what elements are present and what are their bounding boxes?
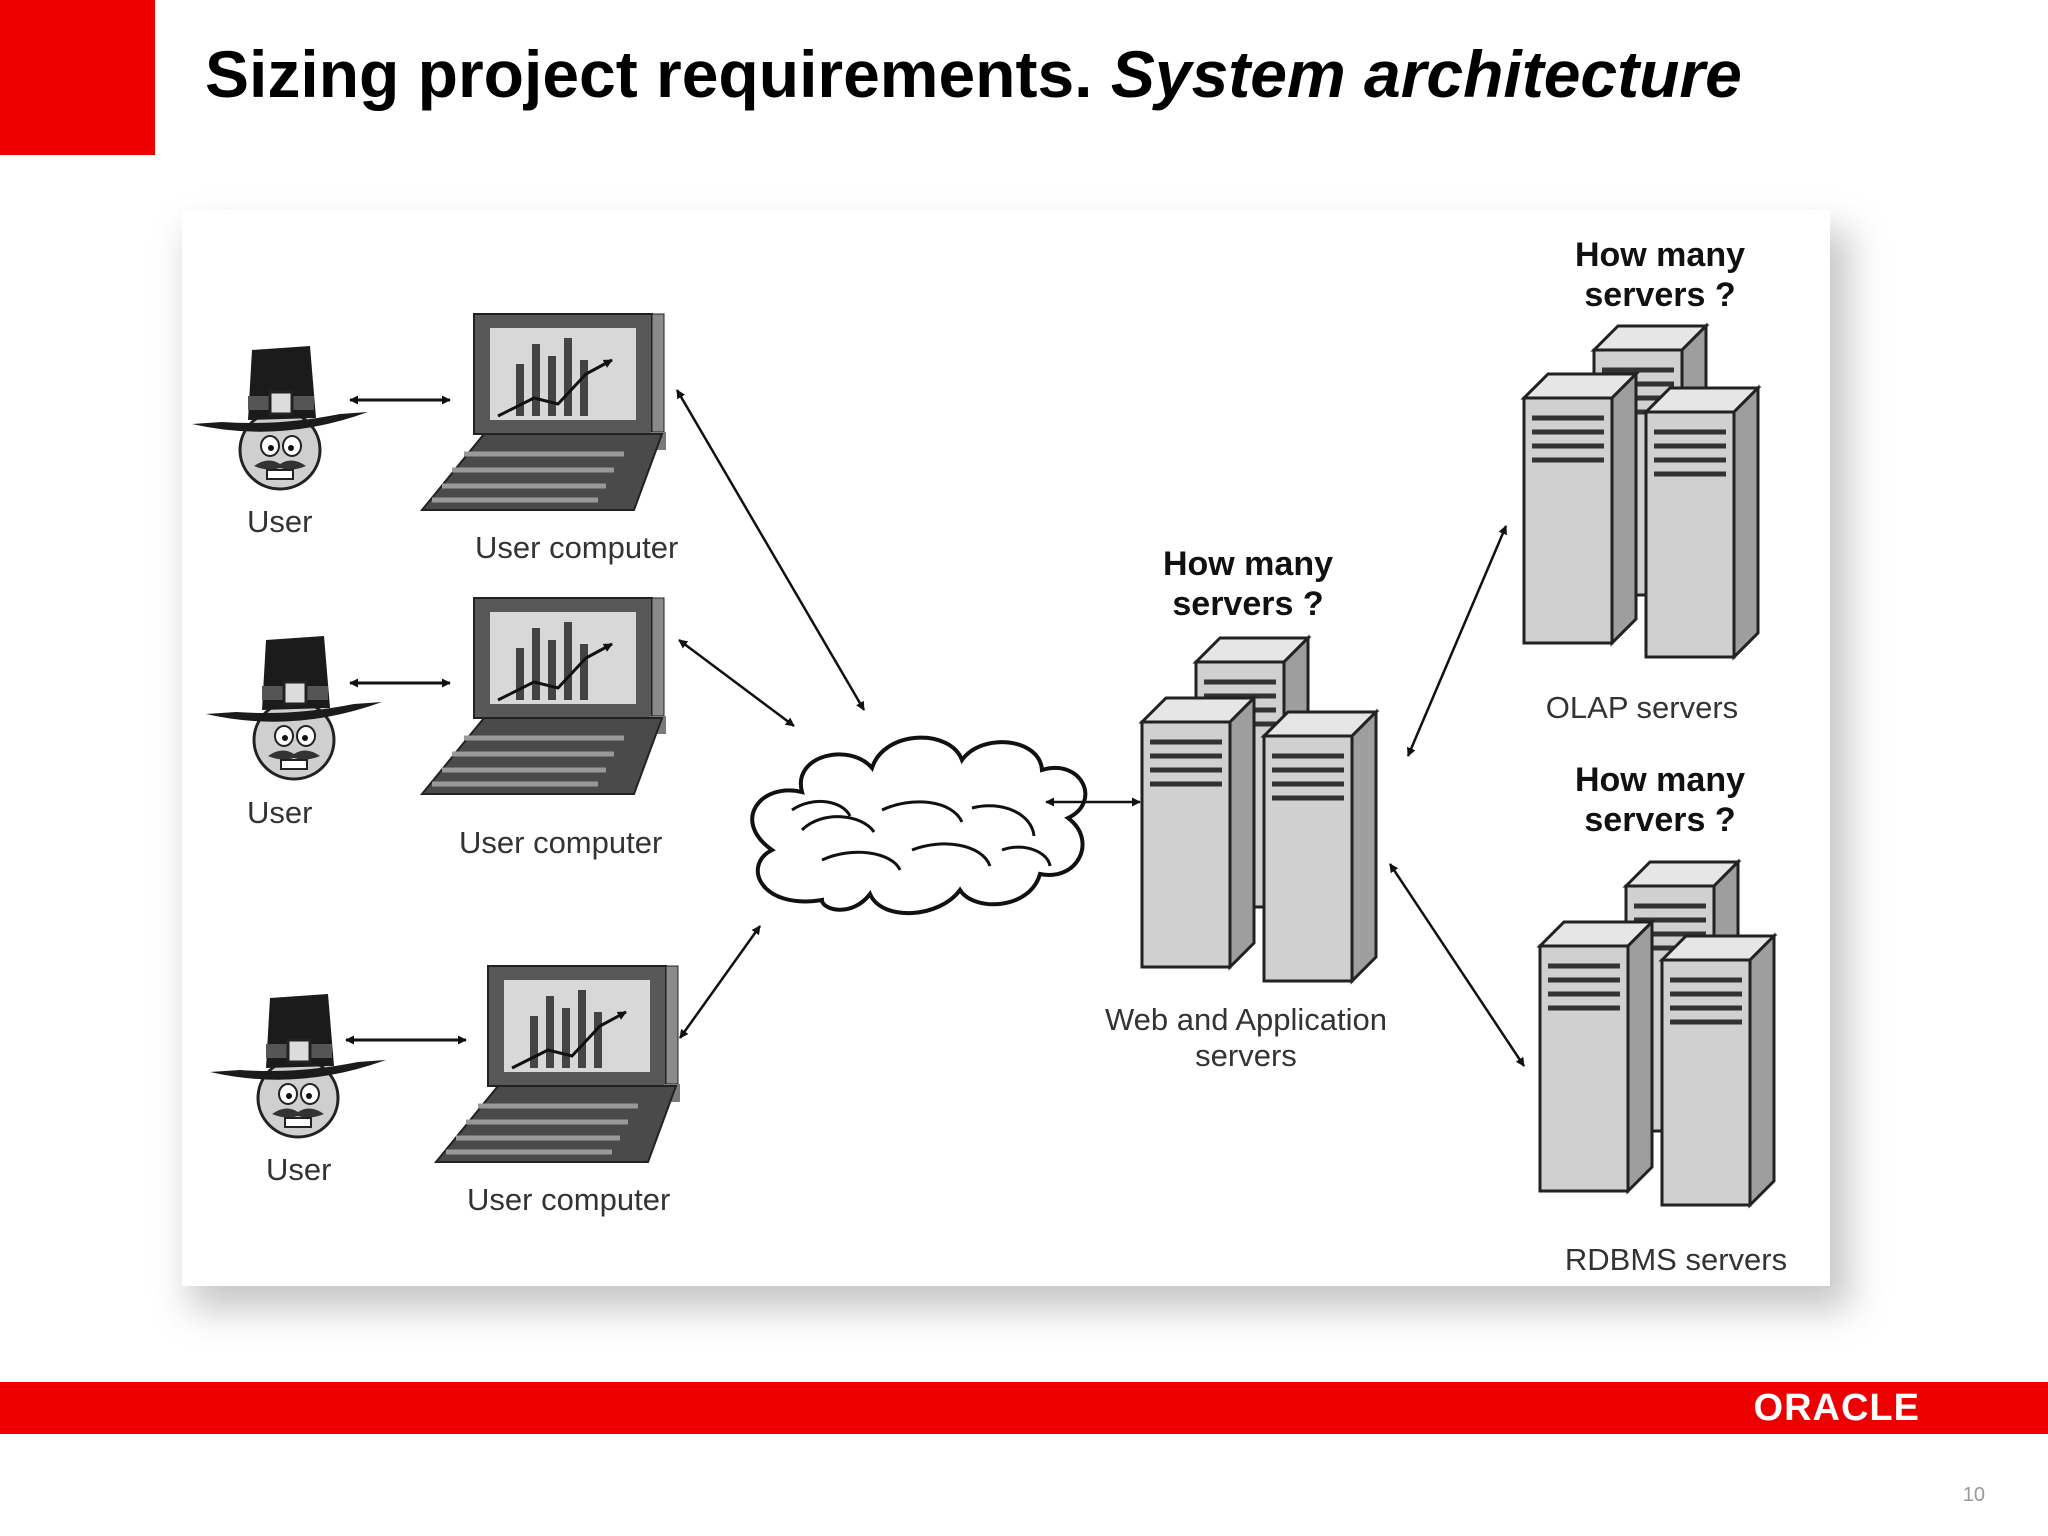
olap-question-line2: servers ? (1584, 276, 1735, 314)
slide-title: Sizing project requirements. System arch… (205, 36, 1742, 112)
rdbms-label: RDBMS servers (1565, 1242, 1787, 1277)
olap-servers (1524, 326, 1758, 657)
web-app-servers (1142, 638, 1376, 981)
user-label-3: User (266, 1152, 331, 1187)
user-label-1: User (247, 504, 312, 539)
arrow-web-rdbms (1388, 863, 1526, 1067)
architecture-diagram: User User User User computer User comput… (182, 210, 1830, 1286)
web-label-line1: Web and Application (1105, 1002, 1387, 1037)
arrow-web-olap (1406, 525, 1508, 757)
network-cloud (750, 735, 1088, 915)
laptop-2 (422, 598, 666, 794)
olap-question-line1: How many (1575, 236, 1745, 274)
rdbms-servers (1540, 862, 1774, 1205)
arrow-computer3-cloud (678, 925, 762, 1039)
laptop-1 (422, 314, 666, 510)
web-question-line2: servers ? (1172, 585, 1323, 623)
laptop-3 (436, 966, 680, 1162)
computer-label-1: User computer (475, 530, 678, 565)
web-label-line2: servers (1195, 1038, 1297, 1073)
rdbms-question-line1: How many (1575, 761, 1745, 799)
diagram-canvas: User User User User computer User comput… (190, 236, 1787, 1277)
user-avatar-1 (190, 344, 370, 491)
red-corner-accent (0, 0, 155, 155)
oracle-logo: ORACLE (1753, 1387, 1920, 1429)
olap-label: OLAP servers (1546, 690, 1738, 725)
title-main: Sizing project requirements. (205, 37, 1111, 111)
arrow-computer2-cloud (678, 638, 795, 728)
page-number: 10 (1962, 1484, 1985, 1506)
arrow-computer1-cloud (675, 389, 866, 711)
computer-label-3: User computer (467, 1182, 670, 1217)
computer-label-2: User computer (459, 825, 662, 860)
rdbms-question-line2: servers ? (1584, 801, 1735, 839)
web-question-line1: How many (1163, 545, 1333, 583)
footer-band (0, 1382, 2048, 1434)
user-label-2: User (247, 795, 312, 830)
title-italic: System architecture (1110, 37, 1742, 111)
user-avatar-3 (208, 992, 388, 1139)
user-avatar-2 (204, 634, 384, 781)
